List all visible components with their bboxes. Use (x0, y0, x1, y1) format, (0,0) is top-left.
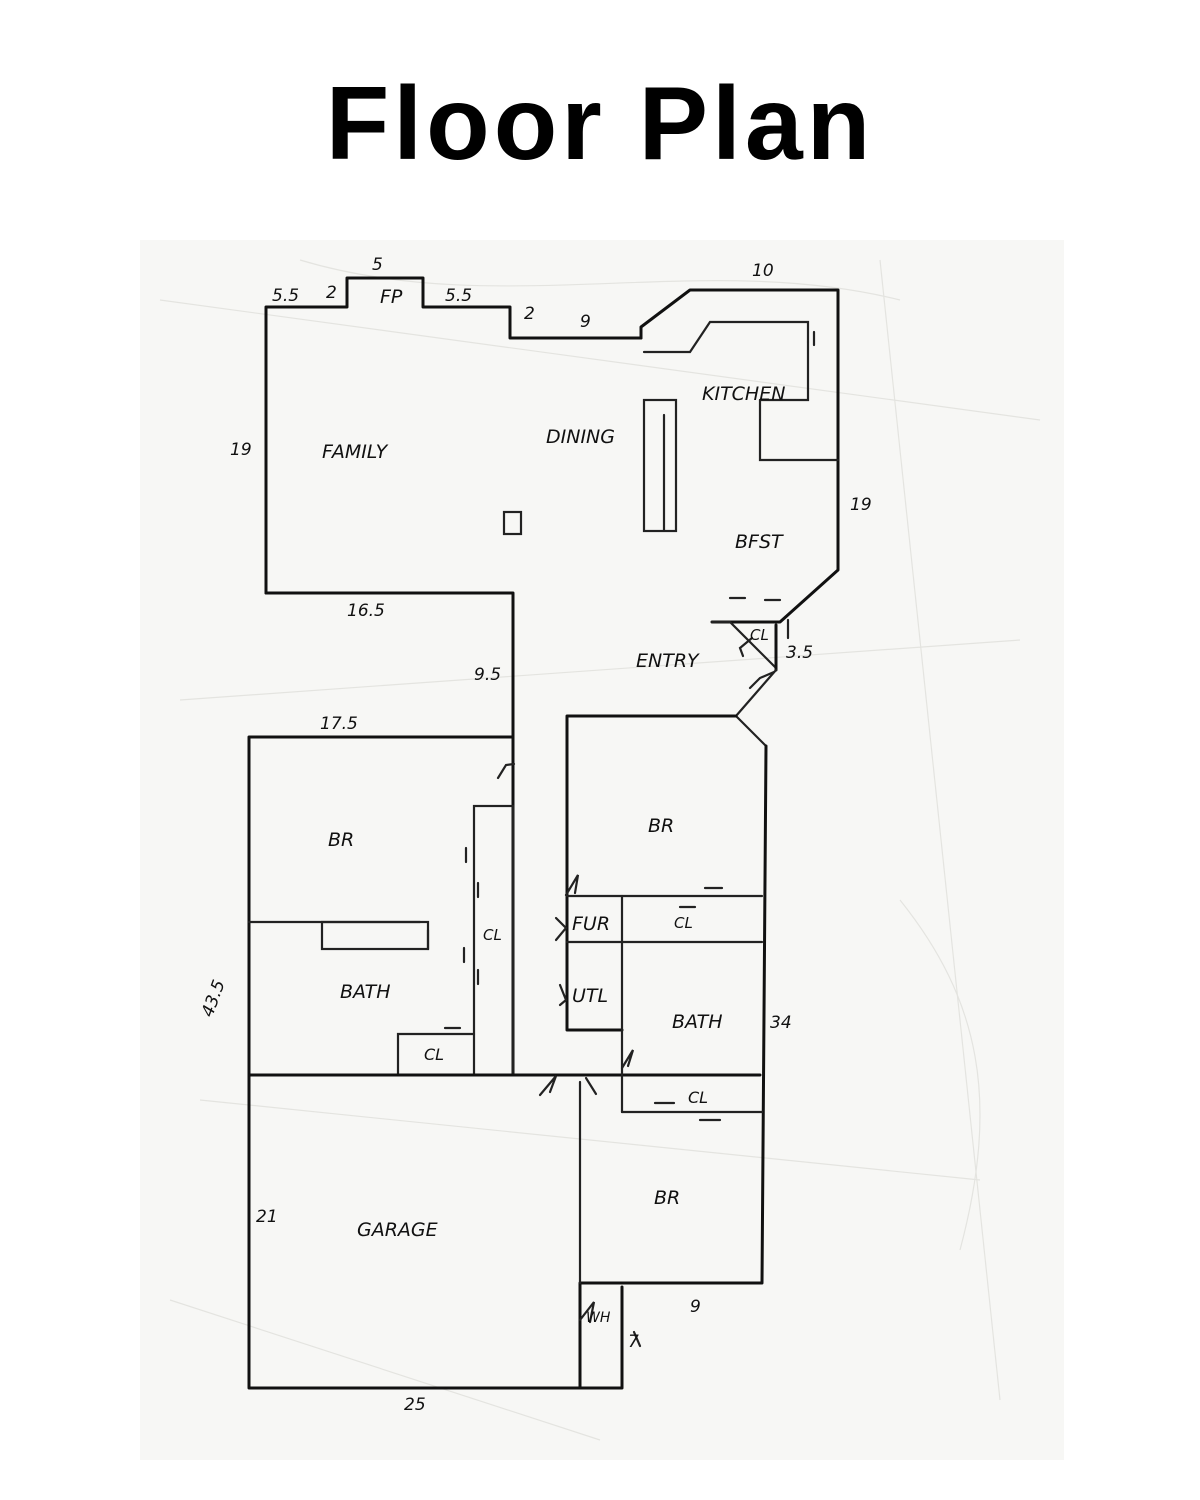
utility-label: UTL (572, 985, 608, 1007)
kitchen-island (642, 398, 678, 533)
dim-west-43-5: 43.5 (198, 977, 230, 1019)
vanity (320, 920, 430, 951)
dim-east-34: 34 (770, 1013, 792, 1033)
east-bath-label: BATH (672, 1011, 723, 1033)
west-bath-closet-label: CL (424, 1045, 444, 1064)
dim-top-5-5-left: 5.5 (272, 286, 299, 306)
kitchen-label: KITCHEN (702, 383, 785, 405)
dim-top-5-5-right: 5.5 (445, 286, 472, 306)
page-title: Floor Plan (325, 66, 875, 182)
dim-garage-25: 25 (404, 1395, 426, 1415)
walls-west-wing (247, 735, 762, 1390)
dim-top-5: 5 (372, 255, 383, 275)
garage-label: GARAGE (357, 1219, 438, 1241)
floor-plan-sheet: FP FAMILY DINING KITCHEN BFST ENTRY CL B… (140, 240, 1064, 1460)
dim-bfst-19: 19 (850, 495, 872, 515)
dim-top-9: 9 (580, 312, 591, 332)
water-heater-label: WH (586, 1310, 611, 1326)
furnace-closet-label: CL (674, 914, 693, 932)
dim-top-2-right: 2 (524, 304, 535, 324)
west-bath-label: BATH (340, 981, 391, 1003)
dim-family-16-5: 16.5 (347, 601, 385, 621)
breakfast-label: BFST (735, 531, 784, 553)
walls-kitchen-bfst (639, 288, 840, 624)
entry-label: ENTRY (636, 650, 700, 672)
east-bedroom-label: BR (648, 815, 674, 837)
dim-top-2-left: 2 (326, 283, 337, 303)
dim-south-9: 9 (690, 1297, 701, 1317)
dim-entry-3-5: 3.5 (786, 643, 813, 663)
family-room-label: FAMILY (322, 441, 389, 463)
dim-kitchen-10: 10 (752, 261, 774, 281)
dim-garage-21: 21 (256, 1207, 278, 1227)
fireplace-label: FP (380, 286, 403, 308)
floor-plan-drawing: FP FAMILY DINING KITCHEN BFST ENTRY CL B… (159, 255, 1041, 1441)
column-post (502, 510, 523, 536)
south-closet-label: CL (688, 1088, 708, 1107)
room-labels: FP FAMILY DINING KITCHEN BFST ENTRY CL B… (322, 286, 785, 1326)
dimension-labels: 5.5 2 5 5.5 2 9 10 19 19 16.5 9.5 17.5 3… (198, 255, 872, 1415)
dim-hall-9-5: 9.5 (474, 665, 501, 685)
west-bedroom-label: BR (328, 829, 354, 851)
dining-room-label: DINING (546, 426, 615, 448)
furnace-label: FUR (572, 913, 610, 935)
hall-closet-label: CL (483, 926, 502, 944)
dim-family-19: 19 (230, 440, 252, 460)
walls-east-wing (538, 714, 768, 1390)
walls-family-dining (264, 276, 643, 1077)
entry-closet-label: CL (750, 626, 769, 644)
dim-wh-7: 7 (628, 1332, 639, 1352)
dim-br-17-5: 17.5 (320, 714, 358, 734)
south-bedroom-label: BR (654, 1187, 680, 1209)
